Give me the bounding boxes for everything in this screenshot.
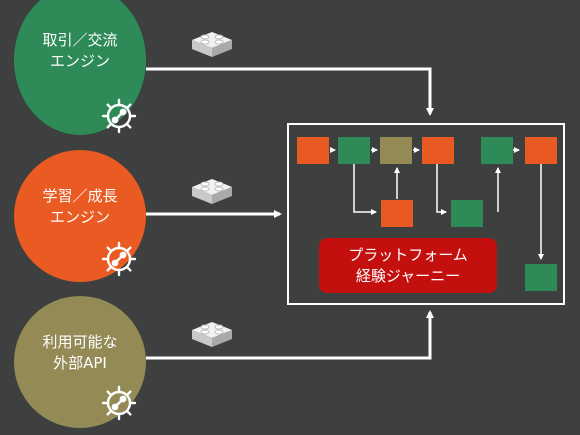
engine-label-line1: 取引／交流 [42,31,118,49]
engine-circle-api: 利用可能な 外部API [14,296,146,428]
flow-node-green [451,200,483,227]
engine-label-line1: 利用可能な [42,333,118,351]
engine-label-line2: エンジン [49,52,110,70]
flow-node-green [525,264,557,291]
flow-node-green [481,137,513,164]
gear-link-icon [100,384,138,422]
lego-brick-icon [190,175,234,205]
journey-label-line1: プラットフォーム [348,245,468,264]
arrow-trade-to-frame [146,67,434,116]
lego-brick-icon [190,28,234,58]
gear-link-icon [100,240,138,278]
flow-node-olive [380,137,412,164]
engine-circle-learn: 学習／成長 エンジン [14,150,146,282]
flow-node-green [338,137,370,164]
flow-node-orange [381,200,413,227]
flow-node-orange [525,137,557,164]
platform-journey-label: プラットフォーム 経験ジャーニー [319,238,497,293]
lego-brick-icon [190,318,234,348]
engine-label-line2: エンジン [49,208,110,226]
engine-label-line1: 学習／成長 [42,187,118,205]
platform-frame [287,123,565,305]
gear-link-icon [100,97,138,135]
flow-arrow [436,164,447,215]
journey-label-line2: 経験ジャーニー [355,266,461,285]
engine-label-line2: 外部API [53,354,107,372]
flow-node-orange [422,137,454,164]
flow-arrow [353,164,377,215]
flow-node-orange [297,137,329,164]
arrow-api-to-frame [146,310,434,360]
